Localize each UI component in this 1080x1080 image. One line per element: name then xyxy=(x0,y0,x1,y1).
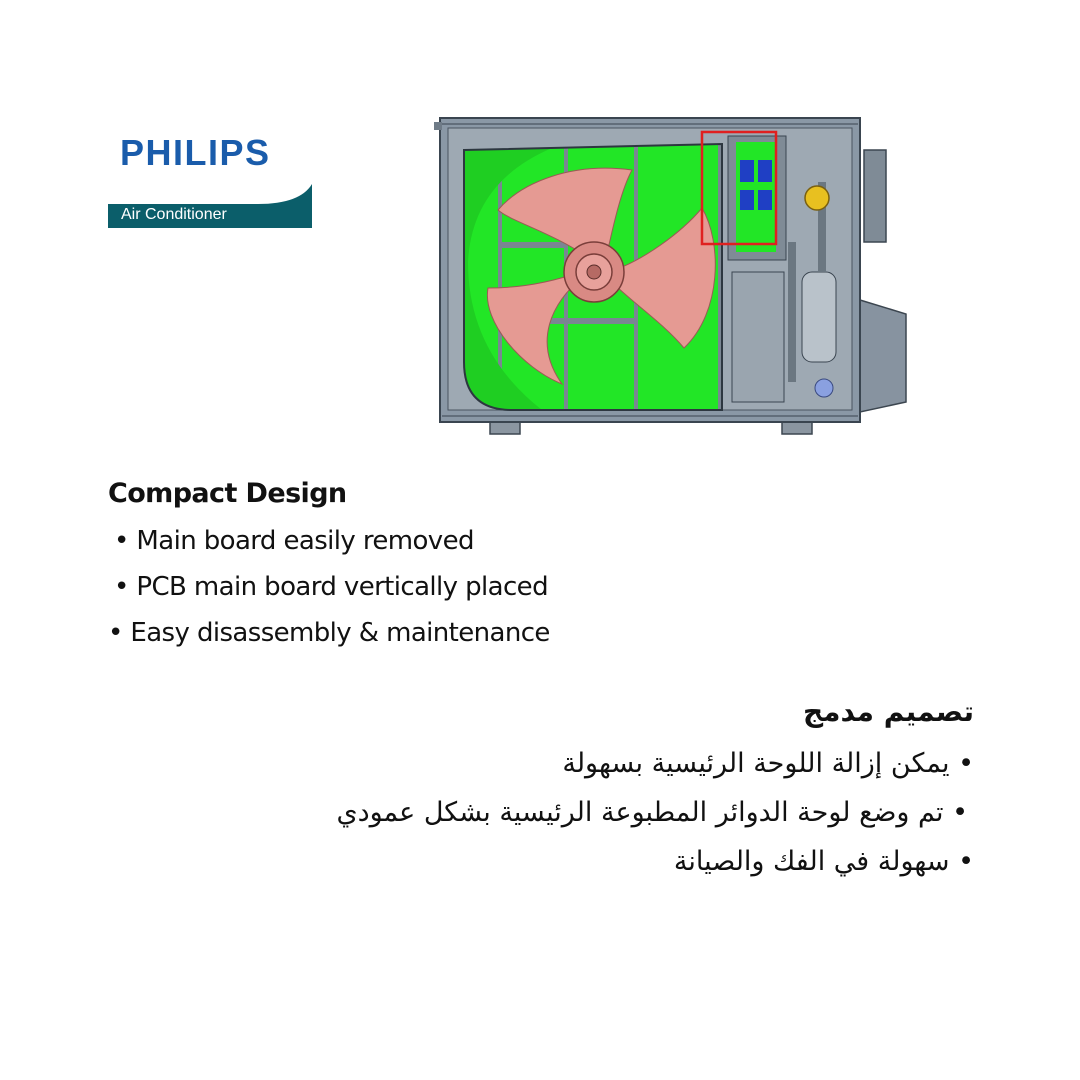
arabic-title: تصميم مدمج xyxy=(802,695,974,728)
english-feature-item: • Easy disassembly & maintenance xyxy=(108,618,550,648)
philips-logo: PHILIPS Air Conditioner xyxy=(108,130,312,228)
arabic-feature-item: • سهولة في الفك والصيانة xyxy=(673,846,974,877)
brand-wordmark: PHILIPS xyxy=(120,132,271,173)
english-feature-item: • Main board easily removed xyxy=(114,526,474,556)
english-feature-section: Compact Design • Main board easily remov… xyxy=(108,478,708,661)
outdoor-unit-cutaway-illustration xyxy=(434,117,907,435)
arabic-feature-item: • تم وضع لوحة الدوائر المطبوعة الرئيسية … xyxy=(336,797,968,828)
brand-tagline: Air Conditioner xyxy=(121,206,227,223)
brand-band xyxy=(108,184,312,228)
arabic-feature-item: • يمكن إزالة اللوحة الرئيسية بسهولة xyxy=(562,748,974,779)
english-feature-item: • PCB main board vertically placed xyxy=(114,572,549,602)
english-title: Compact Design xyxy=(108,478,347,509)
arabic-feature-section: تصميم مدمج • يمكن إزالة اللوحة الرئيسية … xyxy=(274,690,974,891)
